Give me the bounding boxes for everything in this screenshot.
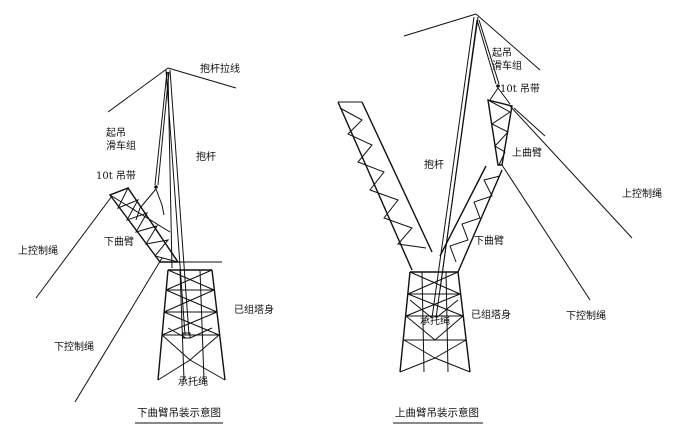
right-tower-body <box>399 271 471 373</box>
right-control-ropes <box>501 105 633 301</box>
right-assembled-tower-label: 已组塔身 <box>471 308 511 321</box>
right-lower-arm-left <box>337 101 433 271</box>
left-tower-body <box>157 269 226 381</box>
left-lower-arm <box>108 187 180 263</box>
right-lower-arm-label: 下曲臂 <box>474 234 504 247</box>
right-support-rope <box>409 299 459 319</box>
right-hoist-pulley-label-1: 起吊 <box>492 47 512 59</box>
left-lower-control-rope-label: 下控制绳 <box>54 340 94 353</box>
right-hoist-lines <box>439 19 500 291</box>
left-support-rope <box>167 327 213 339</box>
right-caption: 上曲臂吊装示意图 <box>395 406 479 419</box>
left-control-ropes <box>35 195 222 403</box>
right-upper-control-rope-label: 上控制绳 <box>622 187 662 200</box>
left-guy-wire-label: 抱杆拉线 <box>200 62 240 75</box>
right-figure: 起吊 滑车组 10t 吊带 上曲臂 抱杆 上控制绳 下曲臂 已组塔身 承托绳 下… <box>337 13 662 424</box>
left-hoist-lines <box>154 71 173 269</box>
left-assembled-tower-label: 已组塔身 <box>234 303 274 316</box>
left-sling-label: 10t 吊带 <box>96 170 136 182</box>
right-upper-arm-label: 上曲臂 <box>512 146 542 159</box>
left-upper-control-rope-label: 上控制绳 <box>18 244 58 257</box>
left-figure: 抱杆拉线 起吊 滑车组 10t 吊带 抱杆 上控制绳 下曲臂 已组塔身 下控制绳… <box>18 62 274 424</box>
right-guy-wires <box>403 13 541 71</box>
right-gin-pole-label: 抱杆 <box>424 158 444 171</box>
left-hoist-pulley-label-2: 滑车组 <box>106 139 136 152</box>
right-support-rope-label: 承托绳 <box>420 314 450 327</box>
right-lower-arm-right <box>439 165 503 273</box>
right-sling-label: 10t 吊带 <box>500 83 540 95</box>
left-support-rope-label: 承托绳 <box>178 375 208 388</box>
right-hoist-pulley-label-2: 滑车组 <box>492 59 522 72</box>
right-lower-control-rope-label: 下控制绳 <box>566 309 606 322</box>
left-gin-pole <box>165 69 191 339</box>
right-upper-arm <box>487 87 513 166</box>
left-guy-wires <box>107 67 237 113</box>
left-hoist-pulley-label-1: 起吊 <box>106 127 126 139</box>
left-caption: 下曲臂吊装示意图 <box>137 406 221 419</box>
left-gin-pole-label: 抱杆 <box>196 150 216 163</box>
left-lower-arm-label: 下曲臂 <box>104 235 134 248</box>
